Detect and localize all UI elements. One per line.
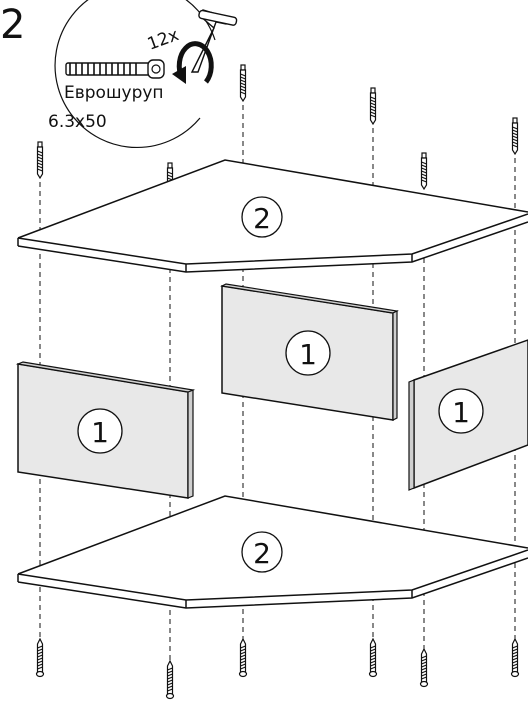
screw-top-1 (36, 141, 44, 179)
screw-top-6 (511, 117, 519, 155)
hardware-callout: 12x Еврошуруп 6.3x50 (48, 0, 238, 149)
bottom-shelf: 2 (17, 495, 528, 609)
top-shelf-label: 2 (253, 202, 271, 235)
screw-icon (65, 59, 165, 79)
screw-top-4 (369, 87, 377, 125)
left-panel: 1 (15, 361, 196, 499)
callout-part-name: Еврошуруп (64, 83, 164, 103)
shelf-part-circle (241, 196, 283, 238)
hex-key-icon (190, 9, 238, 73)
screw-bottom-5 (419, 648, 429, 688)
screw-bottom-1 (35, 638, 45, 678)
middle-panel-part-circle (285, 330, 331, 376)
left-panel-part-circle (77, 408, 123, 454)
callout-size: 6.3x50 (48, 112, 107, 132)
screw-bottom-4 (368, 638, 378, 678)
callout-outline (54, 0, 216, 149)
right-panel-part-circle (438, 388, 484, 434)
bottom-shelf-part-circle (241, 531, 283, 573)
screw-bottom-2 (165, 660, 175, 700)
middle-panel: 1 (220, 283, 399, 421)
top-shelf: 2 (17, 159, 528, 273)
bottom-screws (35, 638, 520, 700)
screw-bottom-3 (238, 638, 248, 678)
left-panel-label: 1 (91, 416, 109, 449)
screw-bottom-6 (510, 638, 520, 678)
right-panel: 1 (408, 339, 528, 491)
right-panel-label: 1 (452, 396, 470, 429)
middle-panel-label: 1 (299, 338, 317, 371)
bottom-shelf-label: 2 (253, 537, 271, 570)
callout-quantity: 12x (145, 25, 182, 55)
step-number: 2 (0, 2, 25, 48)
screw-top-3 (239, 64, 247, 102)
rotate-arrow-icon (172, 41, 214, 84)
screw-top-5 (420, 152, 428, 190)
